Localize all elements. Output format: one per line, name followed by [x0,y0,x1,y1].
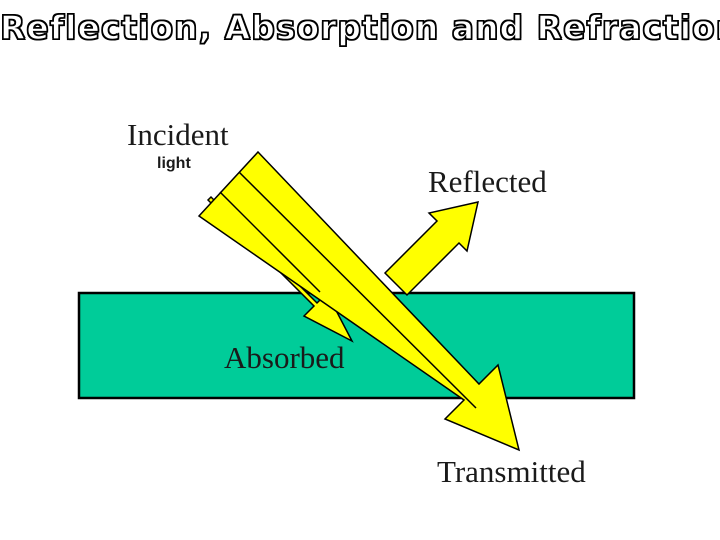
slide-title: Reflection, Absorption and Refraction [0,7,720,47]
reflected-label: Reflected [428,164,547,199]
reflected-arrow [383,201,479,297]
incident-label: Incident [127,117,229,152]
incident-band-line [238,171,477,409]
incident-band-line [219,191,321,293]
transmitted-arrow [197,150,521,452]
absorbed-label: Absorbed [224,340,345,375]
incident-sub-label: light [157,155,191,172]
transmitted-label: Transmitted [437,454,586,489]
